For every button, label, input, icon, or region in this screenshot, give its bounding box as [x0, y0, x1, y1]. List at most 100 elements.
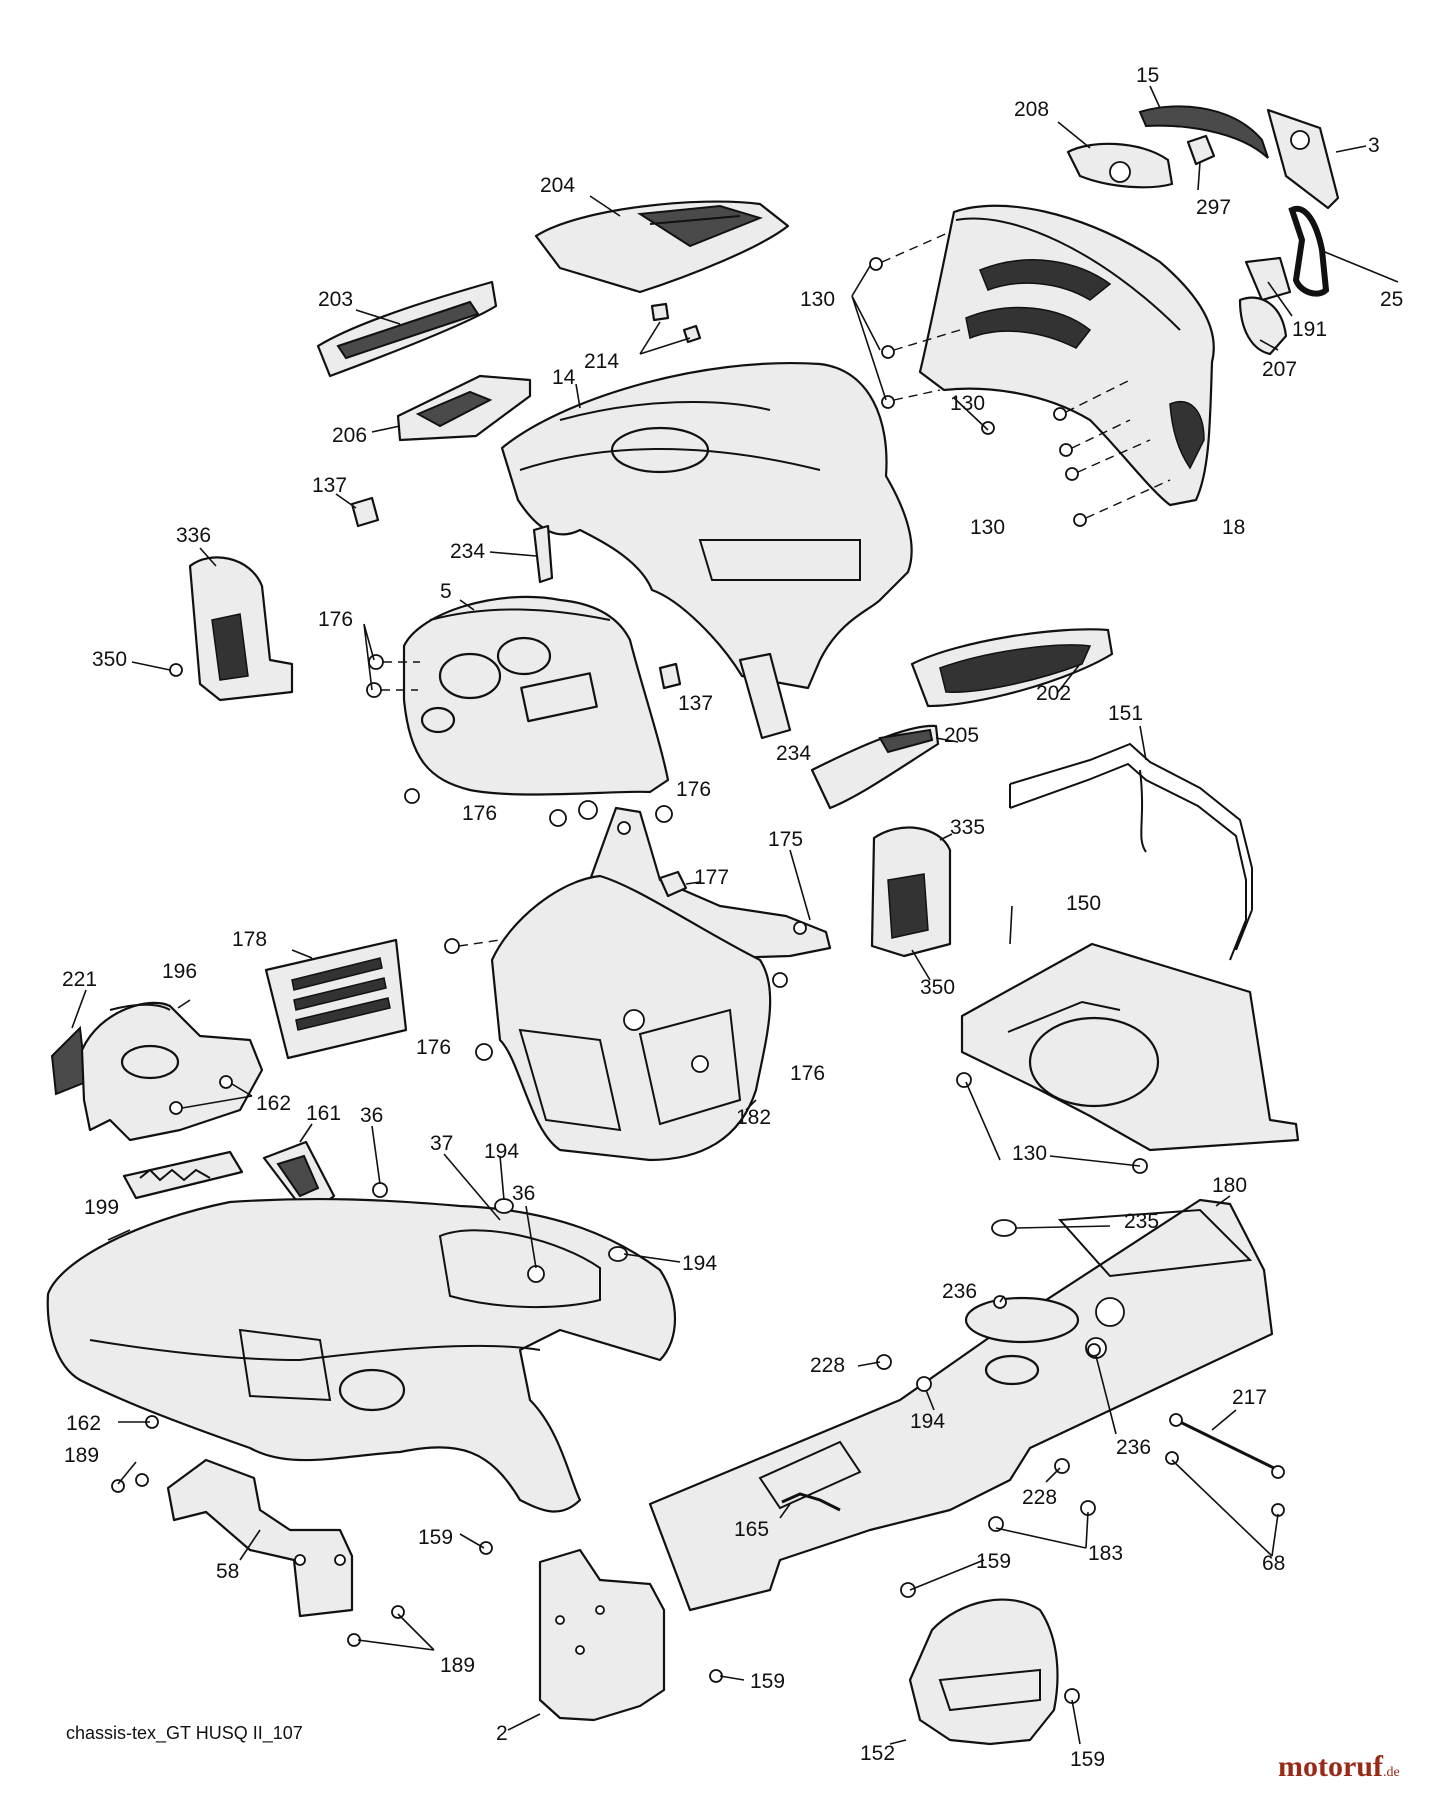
label-5: 5	[440, 580, 452, 603]
part-150-floor-tray	[960, 942, 1300, 1152]
label-214: 214	[584, 350, 619, 373]
label-130-b: 130	[950, 392, 985, 415]
label-202: 202	[1036, 682, 1071, 705]
label-196: 196	[162, 960, 197, 983]
nut-236-b	[1087, 1343, 1101, 1357]
label-2: 2	[496, 1722, 508, 1745]
label-151: 151	[1108, 702, 1143, 725]
bolts-68	[1165, 1451, 1285, 1517]
label-176-b: 176	[676, 778, 711, 801]
label-152: 152	[860, 1742, 895, 1765]
label-221: 221	[62, 968, 97, 991]
label-189-a: 189	[64, 1444, 99, 1467]
label-18: 18	[1222, 516, 1245, 539]
label-335: 335	[950, 816, 985, 839]
part-206-panel	[396, 374, 532, 442]
bolts-183	[988, 1500, 1096, 1532]
part-221-decal	[50, 1025, 88, 1096]
brand-logo: motoruf.de	[1278, 1750, 1400, 1784]
label-3: 3	[1368, 134, 1380, 157]
bolt-36-right	[527, 1265, 545, 1283]
label-162-a: 162	[256, 1092, 291, 1115]
label-350-b: 350	[920, 976, 955, 999]
part-25-gasket	[1288, 205, 1330, 297]
label-176-a: 176	[318, 608, 353, 631]
part-58-bracket	[166, 1458, 354, 1618]
part-137-clip-left	[350, 496, 380, 528]
label-159-b: 159	[976, 1550, 1011, 1573]
part-203-dash-trim	[316, 280, 498, 378]
part-number-labels: 15 208 3 297 204 25 191 207 203 130 214 …	[62, 64, 1403, 1771]
label-159-d: 159	[1070, 1748, 1105, 1771]
part-205-trim	[810, 724, 940, 810]
bolt-36-left	[372, 1182, 388, 1198]
label-165: 165	[734, 1518, 769, 1541]
leader-lines	[71, 85, 1399, 1745]
label-176-d: 176	[416, 1036, 451, 1059]
label-203: 203	[318, 288, 353, 311]
label-161: 161	[306, 1102, 341, 1125]
label-68: 68	[1262, 1552, 1285, 1575]
part-234-bracket-upper	[532, 524, 554, 584]
label-37: 37	[430, 1132, 453, 1155]
label-194-a: 194	[484, 1140, 519, 1163]
part-297-clip	[1186, 134, 1216, 166]
label-150: 150	[1066, 892, 1101, 915]
screw-350-left	[169, 663, 183, 677]
label-297: 297	[1196, 196, 1231, 219]
label-36-a: 36	[360, 1104, 383, 1127]
label-162-b: 162	[66, 1412, 101, 1435]
part-204-hood-top	[534, 200, 790, 294]
label-180: 180	[1212, 1174, 1247, 1197]
label-176-c: 176	[462, 802, 497, 825]
brand-main: motoruf	[1278, 1750, 1383, 1783]
label-176-e: 176	[790, 1062, 825, 1085]
label-183: 183	[1088, 1542, 1123, 1565]
label-177: 177	[694, 866, 729, 889]
label-235: 235	[1124, 1210, 1159, 1233]
diagram-code: chassis-tex_GT HUSQ II_107	[66, 1723, 303, 1743]
part-2-pedal-bracket	[538, 1548, 666, 1722]
label-205: 205	[944, 724, 979, 747]
label-191: 191	[1292, 318, 1327, 341]
part-214-clips	[639, 302, 702, 355]
label-130-a: 130	[800, 288, 835, 311]
part-202-grille	[910, 628, 1114, 708]
part-5-dash-console	[402, 595, 670, 796]
label-159-a: 159	[418, 1526, 453, 1549]
label-208: 208	[1014, 98, 1049, 121]
part-191-bracket	[1244, 256, 1292, 302]
label-204: 204	[540, 174, 575, 197]
label-14: 14	[552, 366, 576, 389]
part-208-headlight-bracket	[1066, 142, 1174, 189]
label-236-b: 236	[1116, 1436, 1151, 1459]
part-161-bracket	[262, 1140, 336, 1218]
part-137-clip-right	[658, 662, 682, 690]
screws-176-console	[366, 654, 673, 827]
part-3-side-panel	[1266, 108, 1340, 210]
part-14-body-shell	[500, 362, 913, 690]
part-199-plate	[122, 1150, 244, 1200]
label-206: 206	[332, 424, 367, 447]
part-196-tank-cover	[80, 1001, 264, 1142]
label-130-d: 130	[1012, 1142, 1047, 1165]
part-207-light-housing	[1238, 296, 1288, 356]
part-165-rod	[781, 1492, 841, 1512]
part-151-bracket	[1009, 742, 1253, 961]
screws-162-upper	[169, 1075, 233, 1115]
label-228-b: 228	[1022, 1486, 1057, 1509]
part-177-clip	[658, 870, 688, 898]
nut-235	[991, 1219, 1017, 1237]
label-336: 336	[176, 524, 211, 547]
part-37-fender-deck	[46, 1197, 676, 1513]
label-350-a: 350	[92, 648, 127, 671]
label-178: 178	[232, 928, 267, 951]
part-217-rod	[1169, 1413, 1285, 1479]
part-182-lower-console	[490, 874, 772, 1162]
label-25: 25	[1380, 288, 1403, 311]
screws-130-hood	[869, 231, 1171, 527]
label-58: 58	[216, 1560, 239, 1583]
part-336-side-panel	[188, 556, 294, 702]
label-228-a: 228	[810, 1354, 845, 1377]
